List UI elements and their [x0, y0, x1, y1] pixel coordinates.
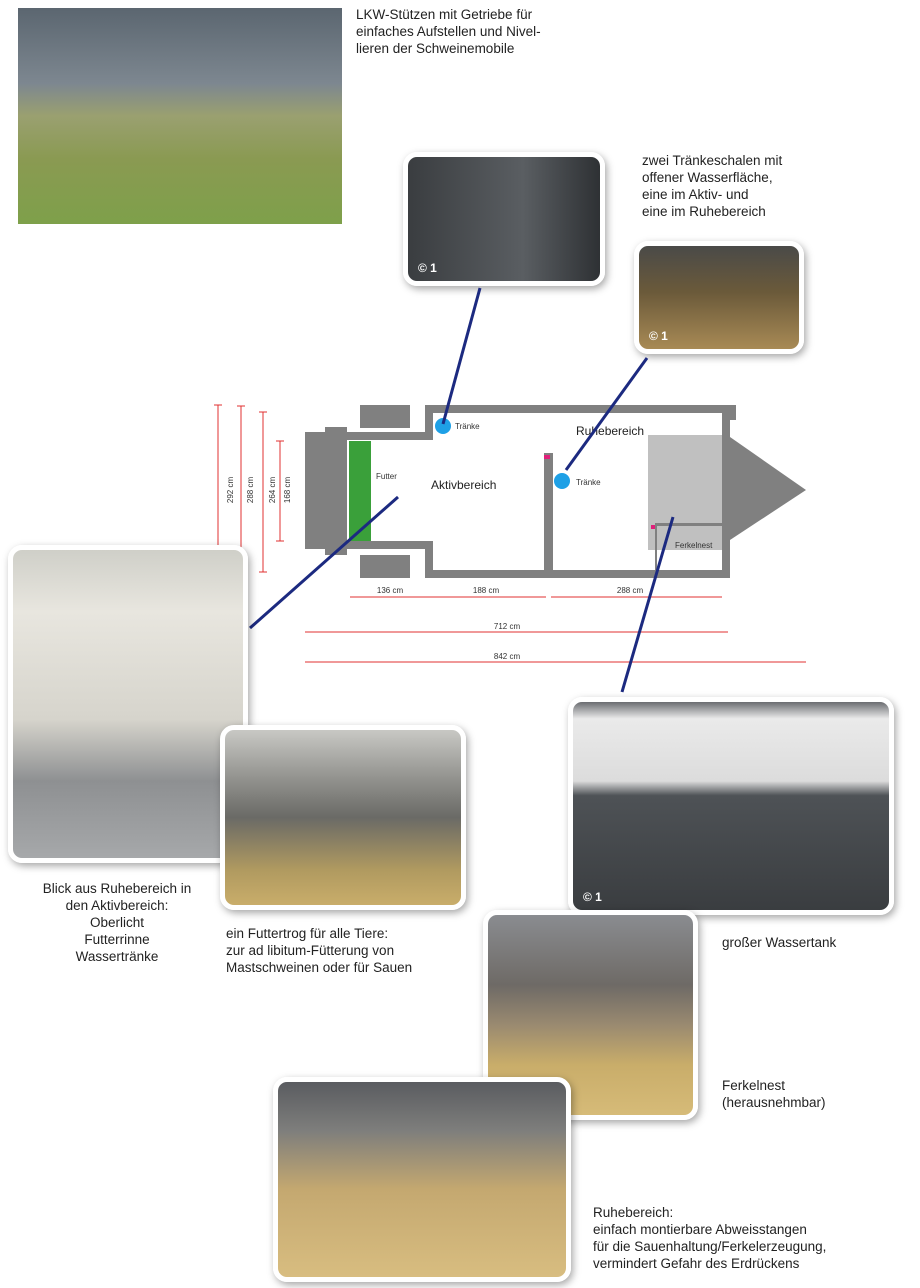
height-292: 292 cm: [226, 477, 235, 504]
photo-drinker-active: © 1: [403, 152, 605, 286]
length-712: 712 cm: [494, 622, 521, 631]
photo-drinker-rest: © 1: [634, 241, 804, 354]
caption-piglet-nest: Ferkelnest (herausnehmbar): [722, 1078, 826, 1110]
photo-view-active-area: [8, 545, 248, 863]
label-futter: Futter: [376, 472, 397, 481]
trailer-walls: [305, 405, 806, 578]
caption-supports: LKW-Stützen mit Getriebe für einfaches A…: [356, 7, 541, 56]
label-traenke-1: Tränke: [455, 422, 480, 431]
pointer-lines: [249, 287, 675, 693]
photo-feed-trough: [220, 725, 466, 910]
caption-water-tank: großer Wassertank: [722, 935, 837, 950]
label-ruhebereich: Ruhebereich: [576, 424, 644, 438]
caption-view: Blick aus Ruhebereich in den Aktivbereic…: [42, 881, 192, 964]
drinker-rest: [554, 473, 570, 489]
label-traenke-2: Tränke: [576, 478, 601, 487]
piglet-nest-area: [648, 435, 722, 550]
height-288: 288 cm: [246, 477, 255, 504]
feed-trough: [349, 441, 371, 541]
length-842: 842 cm: [494, 652, 521, 661]
label-ferkelnest: Ferkelnest: [675, 541, 713, 550]
copyright-mark: © 1: [583, 890, 602, 904]
drinker-active: [435, 418, 451, 434]
caption-drinkers: zwei Tränkeschalen mit offener Wasserflä…: [642, 153, 783, 219]
length-136: 136 cm: [377, 586, 404, 595]
label-aktivbereich: Aktivbereich: [431, 478, 496, 492]
height-168: 168 cm: [283, 477, 292, 504]
caption-feed-trough: ein Futtertrog für alle Tiere: zur ad li…: [226, 926, 413, 975]
caption-rest-area: Ruhebereich: einfach montierbare Abweiss…: [593, 1205, 827, 1271]
photo-water-tank: © 1: [568, 697, 894, 915]
dimension-lines: [214, 404, 806, 663]
copyright-mark: © 1: [649, 329, 668, 343]
length-188: 188 cm: [473, 586, 500, 595]
photo-rest-area-sow: [273, 1077, 571, 1282]
height-264: 264 cm: [268, 477, 277, 504]
photo-truck-supports: [18, 8, 342, 224]
length-288: 288 cm: [617, 586, 644, 595]
copyright-mark: © 1: [418, 261, 437, 275]
